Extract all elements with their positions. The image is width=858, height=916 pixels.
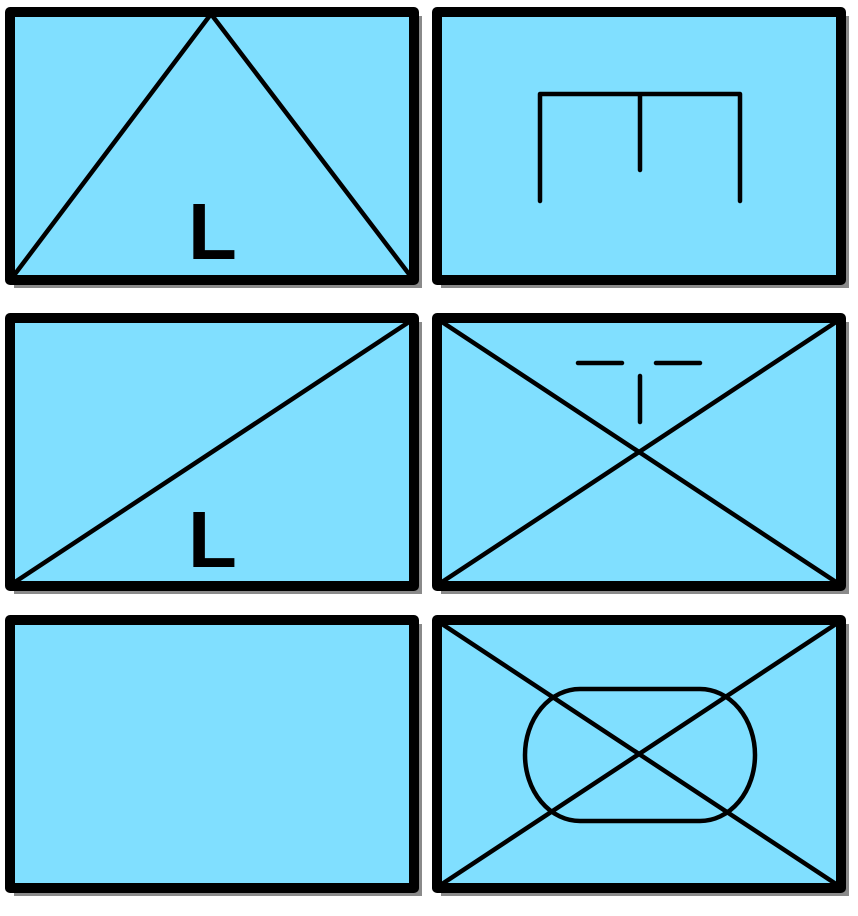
cross-line-d: [436, 619, 842, 889]
panel-3-label: L: [188, 495, 237, 584]
cross-line-b: [436, 317, 842, 587]
triangle-shape: [9, 11, 415, 281]
stadium-shape: [522, 686, 758, 824]
panel-3: L: [5, 313, 422, 594]
panel-4: [432, 313, 849, 594]
panel-1-label: L: [188, 187, 237, 276]
panel-5-frame: [5, 615, 419, 893]
panel-1: L: [5, 7, 422, 288]
panel-6: [432, 615, 849, 896]
panel-2: [432, 7, 849, 288]
t-mark-symbol: [575, 360, 703, 425]
panel-1-frame: [5, 7, 419, 285]
panel-5: [5, 615, 422, 896]
comb-symbol: [537, 91, 743, 204]
diagonal-line: [9, 317, 415, 587]
